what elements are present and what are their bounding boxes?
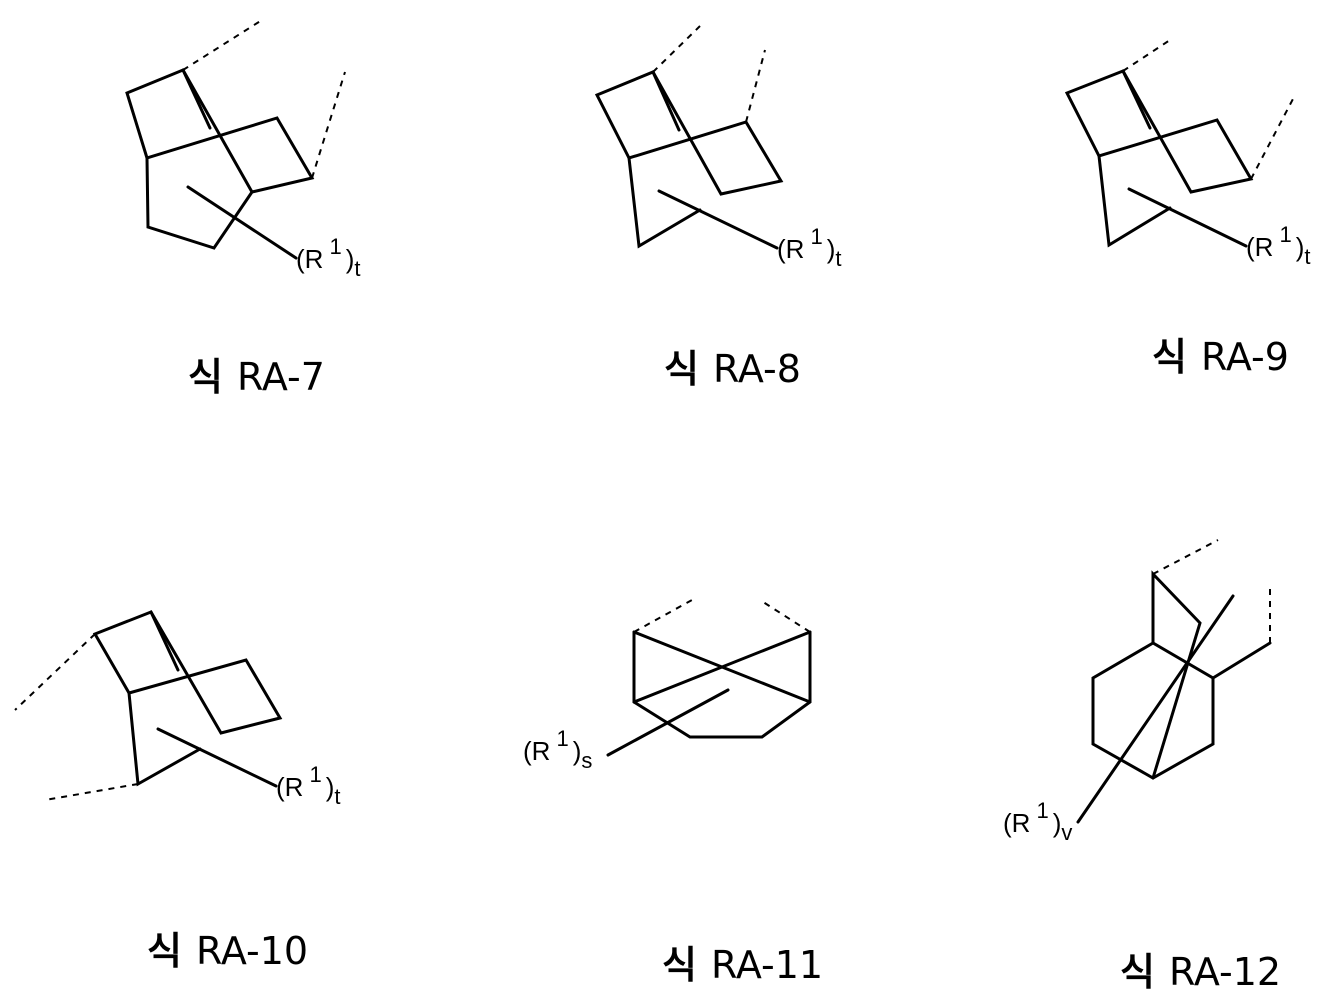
structure-ra-7: (R1)t 식RA-7 [127, 20, 360, 399]
ra-7-caption: 식RA-7 [188, 355, 325, 399]
ra-8-substituent: (R1)t [777, 224, 841, 271]
structure-ra-12: (R1)v 식RA-12 [1003, 540, 1281, 994]
ra-11-skeleton [608, 600, 810, 755]
ra-9-substituent: (R1)t [1246, 222, 1310, 269]
ra-8-caption: 식RA-8 [664, 347, 801, 391]
ra-10-caption: 식RA-10 [147, 929, 308, 973]
structure-ra-11: (R1)s 식RA-11 [523, 600, 823, 987]
ra-9-caption: 식RA-9 [1152, 335, 1289, 379]
structure-ra-8: (R1)t 식RA-8 [597, 26, 841, 391]
ra-7-substituent: (R1)t [296, 234, 360, 281]
structure-ra-10: (R1)t 식RA-10 [15, 612, 340, 973]
ra-7-skeleton [127, 20, 345, 258]
ra-9-skeleton [1067, 40, 1294, 246]
ra-12-caption: 식RA-12 [1120, 950, 1281, 994]
ra-11-caption: 식RA-11 [662, 943, 823, 987]
structure-ra-9: (R1)t 식RA-9 [1067, 40, 1310, 379]
ra-8-skeleton [597, 26, 781, 248]
ra-10-skeleton [15, 612, 280, 800]
ra-10-substituent: (R1)t [276, 762, 340, 809]
ra-12-substituent: (R1)v [1003, 798, 1072, 845]
ra-12-skeleton [1078, 540, 1270, 822]
ra-11-substituent: (R1)s [523, 726, 592, 773]
